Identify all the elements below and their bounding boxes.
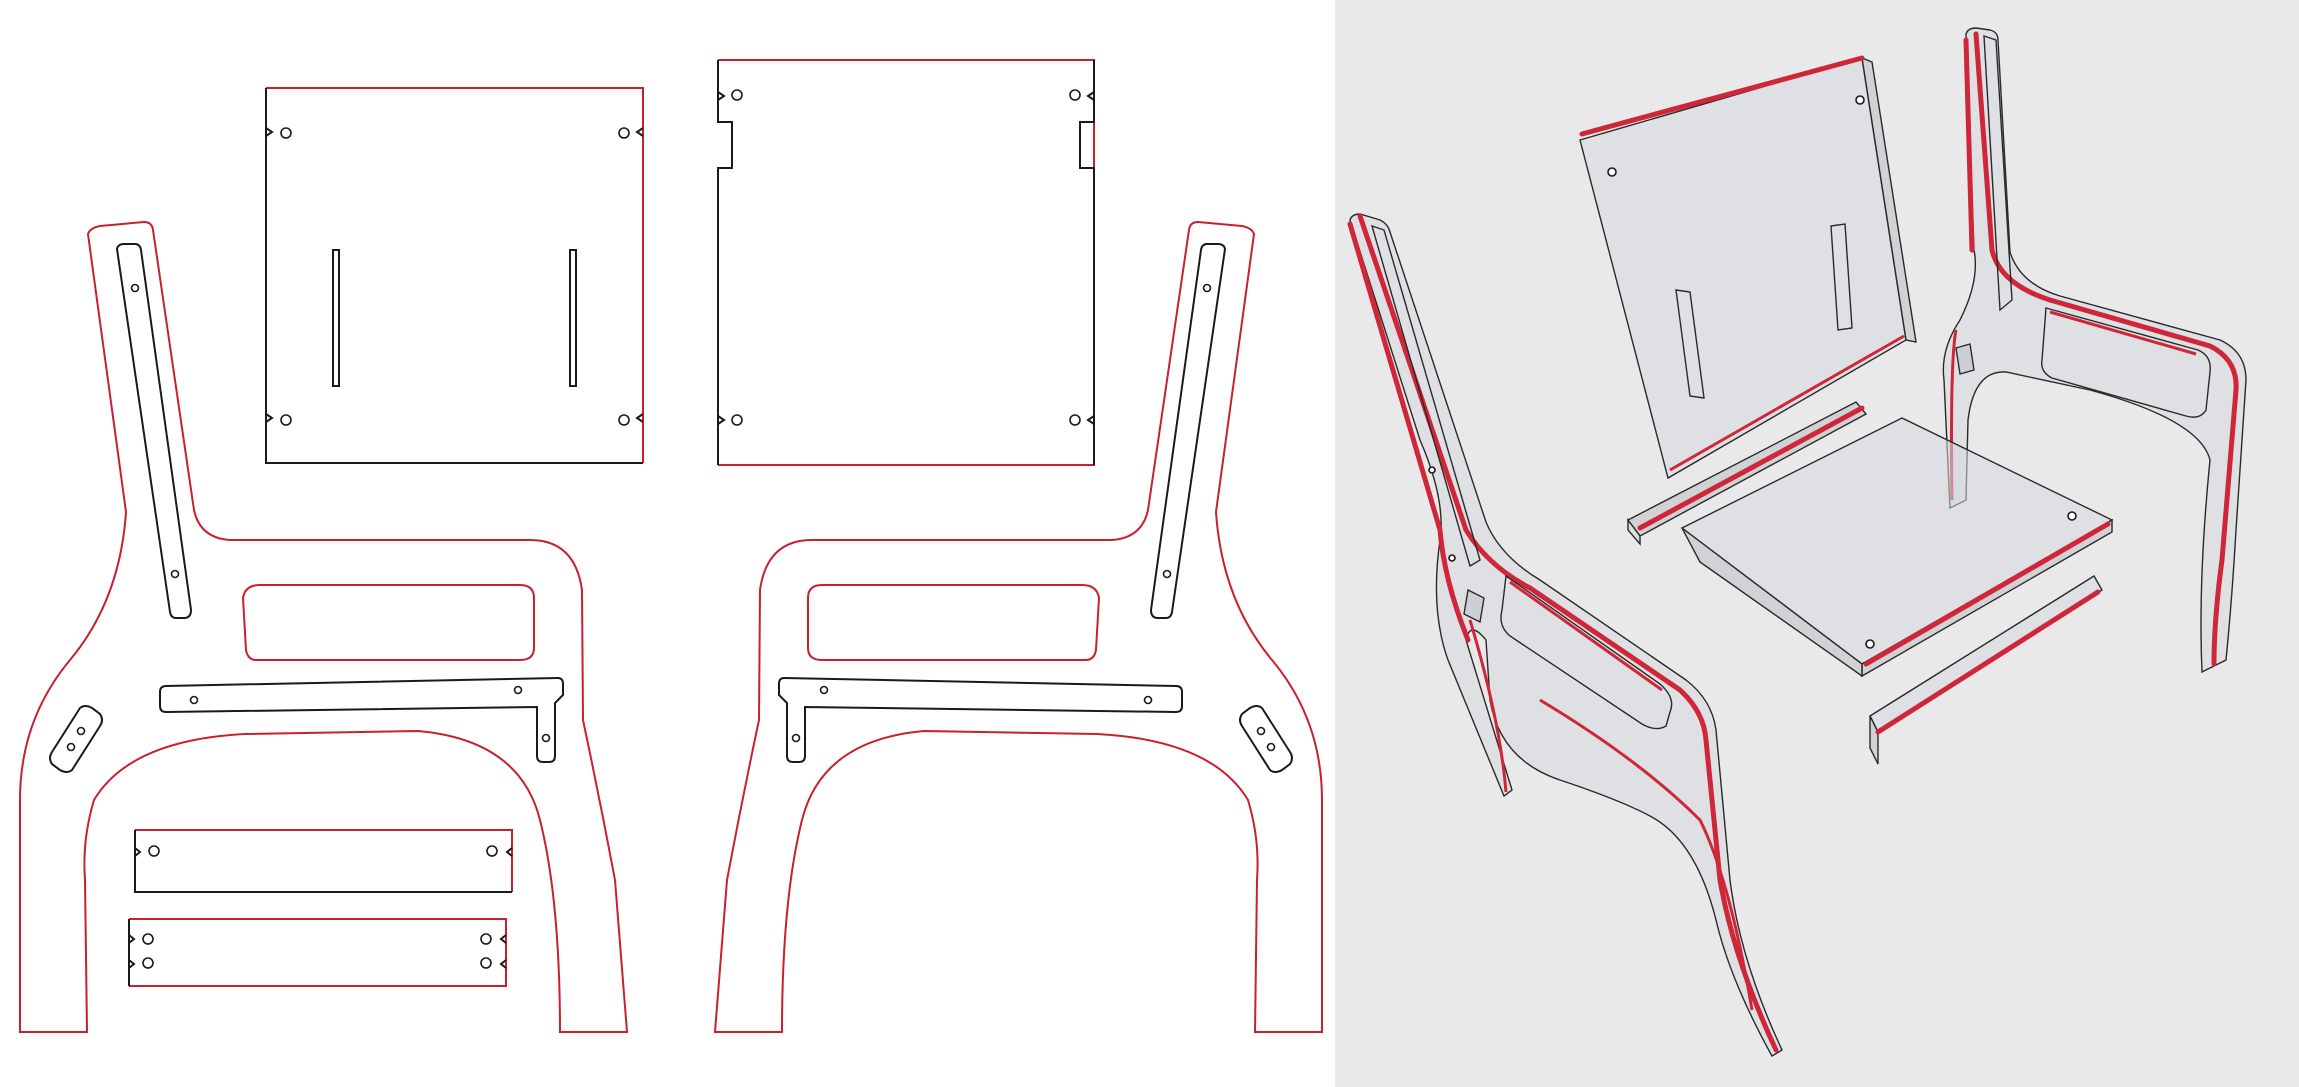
backrest-panel-cut	[717, 59, 1095, 466]
rear-stretcher-cut	[128, 918, 507, 987]
cut-layout-panel	[0, 0, 1335, 1087]
rear-stretcher-3d	[1626, 401, 1868, 546]
left-side-frame-cut	[19, 220, 629, 1033]
front-stretcher-cut	[134, 829, 513, 893]
seat-panel-3d	[1680, 417, 2114, 678]
right-side-frame-3d	[1942, 27, 2247, 674]
left-side-frame-3d	[1347, 213, 1783, 1057]
front-stretcher-3d	[1869, 575, 2103, 765]
right-side-frame-cut	[713, 220, 1323, 1033]
seat-panel-cut	[265, 87, 644, 464]
backrest-panel-3d	[1579, 55, 1917, 480]
cut-layout-background	[0, 0, 1335, 1087]
